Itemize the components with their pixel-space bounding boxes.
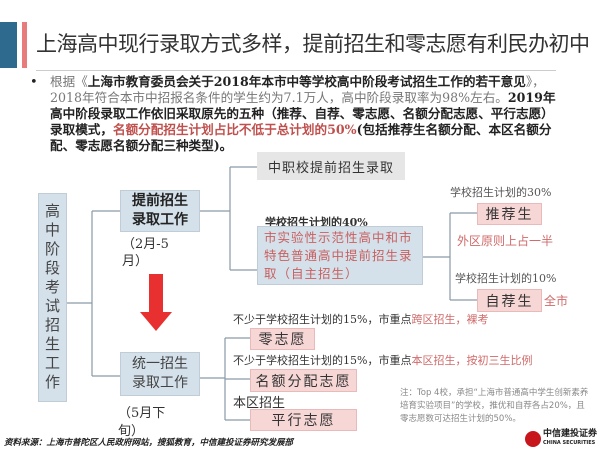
para-text: (包括推荐生名额分配、本区名额分配、零志愿名额分配三种类型)。 [50,122,552,153]
unified-period: （5月下旬） [118,406,166,439]
footnote: 注：Top 4校，承担“上海市普通高中学生创新素养培育实验项目”的学校，推优和自… [400,388,589,424]
unified-admission-box: 统一招生录取工作 [120,352,200,396]
zero-pct-text: 不少于学校招生计划的15%，市重点 [233,313,412,326]
quota-pct-text: 不少于学校招生计划的15%，市重点 [233,354,412,367]
early-pct-label: 学校招生计划的40% [265,216,368,229]
title-divider [36,70,556,71]
title-accent-blue [0,22,17,68]
recommend-box: 推荐生 [477,203,542,225]
self-note: 全市 [544,294,569,308]
logo-cn: 中信建投证券 [543,429,598,439]
down-arrow-icon [140,274,172,331]
quota-pct: 不少于学校招生计划的15%，市重点本区招生，按初三生比例 [233,352,532,368]
para-text: 根据《 [50,74,88,89]
parallel-pct: 本区招生 [233,396,286,411]
parallel-choice-box: 平行志愿 [250,409,357,431]
zero-note: 跨区招生，裸考 [411,313,489,326]
para-doc-title: 上海市教育委员会关于2018年本市中等学校高中阶段考试招生工作的若干意见 [87,74,526,89]
para-highlight: 名额分配招生计划占比不低于总计划的50% [112,122,357,137]
logo-en: CHINA SECURITIES [543,440,596,446]
selective-admission-box: 市实验性示范性高中和市特色普通高中提前招生录取（自主招生） [257,226,423,285]
quota-choice-box: 名额分配志愿 [250,369,357,392]
title-accent-pink [22,22,27,68]
intro-paragraph: 根据《上海市教育委员会关于2018年本市中等学校高中阶段考试招生工作的若干意见》… [50,74,565,154]
early-admission-box: 提前招生录取工作 [120,190,200,232]
root-box: 高中阶段考试招生工作 [38,193,67,402]
recommend-pct: 学校招生计划的30% [450,186,552,199]
zero-choice-box: 零志愿 [250,328,315,350]
zero-pct: 不少于学校招生计划的15%，市重点跨区招生，裸考 [233,311,488,327]
self-recommend-box: 自荐生 [477,289,542,312]
para-text: 》，2018年符合本市中招报名条件的学生约为7.1万人，高中阶段录取率为98%左… [50,74,545,105]
self-pct: 学校招生计划的10% [455,272,557,285]
page-title: 上海高中现行录取方式多样，提前招生和零志愿有利民办初中 [36,32,590,56]
bullet-icon: • [30,75,38,90]
logo-icon [525,431,541,447]
source-text: 资料来源：上海市普陀区人民政府网站，搜狐教育，中信建投证券研究发展部 [4,438,294,448]
logo: 中信建投证券 CHINA SECURITIES [525,430,597,448]
vocational-box: 中职校提前招生录取 [257,152,405,180]
quota-note: 本区招生，按初三生比例 [411,354,533,367]
recommend-note: 外区原则上占一半 [457,234,554,248]
early-period: （2月-5月） [122,237,169,269]
para-text: 2019年高中阶段录取工作依旧采取原先的五种（推荐、自荐、零志愿、名额分配志愿、… [50,90,556,137]
